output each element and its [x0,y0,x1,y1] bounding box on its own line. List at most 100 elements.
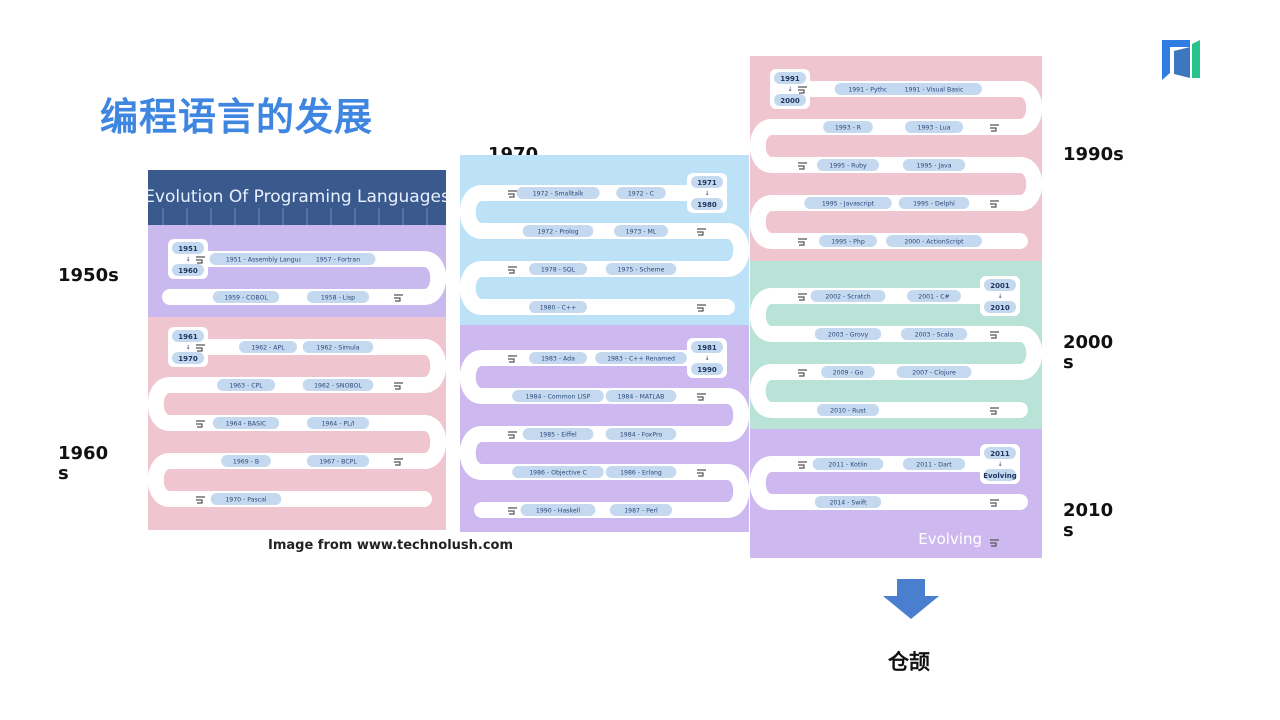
language-entry-label: 1987 - Perl [624,508,658,515]
timeline-road [460,350,749,518]
language-entry: 1969 - B [221,455,271,467]
language-entry: 1986 - Objective C [512,466,604,478]
language-entry: 1972 - Prolog [522,225,594,237]
arrow-down-icon: ↓ [185,344,190,351]
decade-range-box: 2011↓Evolving [980,444,1020,484]
language-entry-label: 2009 - Go [833,370,864,377]
hand-pointer-icon [990,331,999,339]
hand-pointer-icon [196,344,205,352]
decade-range-box: 1951↓1960 [168,239,208,279]
language-entry: 1986 - Erlang [605,466,677,478]
language-entry-label: 1964 - BASIC [226,421,266,428]
hand-pointer-icon [798,86,807,94]
language-entry: 2001 - C# [907,290,961,302]
timeline-road [750,288,1042,418]
timeline-image-1991-evolving: 1991↓2000 1991 - Python 1991 - Visual Basi… [750,56,1042,558]
language-entry-label: 1991 - Visual Basic [905,87,964,94]
language-entry: 1967 - BCPL [306,455,370,467]
era-label-1990s: 1990s [1063,144,1124,165]
language-entry: 2002 - Scratch [810,290,886,302]
language-entry: 1995 - Javascript [804,197,892,209]
language-entry: 2010 - Rust [816,404,880,416]
language-entry-label: 1959 - COBOL [224,295,268,302]
language-entry-label: 2011 - Dart [916,462,952,469]
decade-range-box: 1991↓2000 [770,69,810,109]
language-entry: 2009 - Go [821,366,875,378]
decade-start: 1951 [178,245,198,253]
timeline-road [460,185,749,315]
language-entry-label: 1958 - Lisp [321,295,355,302]
language-entry-label: 1973 - ML [626,229,657,236]
decade-end: 1980 [697,201,717,209]
language-entry: 1995 - Delphi [898,197,970,209]
language-entry: 1990 - Haskell [520,504,596,516]
language-entry-label: 2000 - ActionScript [904,239,964,246]
hand-pointer-icon [990,200,999,208]
language-entry: 1995 - Php [819,235,877,247]
down-arrow-icon [883,579,939,619]
language-entry: 1995 - Java [902,159,966,171]
language-entry: 1972 - Smalltalk [516,187,600,199]
hand-pointer-icon [394,458,403,466]
language-entry: 2003 - Scala [900,328,968,340]
language-entry-label: 1980 - C++ [540,305,577,312]
language-entry-label: 1995 - Java [917,163,952,170]
hand-pointer-icon [798,461,807,469]
language-entry: 1987 - Perl [609,504,673,516]
language-entry-label: 1963 - CPL [229,383,263,390]
language-entry-label: 1985 - Eiffel [539,432,577,439]
hand-pointer-icon [697,469,706,477]
language-entry: 2003 - Grovy [814,328,882,340]
language-entry: 1964 - PL/I [306,417,370,429]
language-entry: 1980 - C++ [529,301,587,313]
hand-pointer-icon [697,393,706,401]
slide-title: 编程语言的发展 [100,95,374,139]
language-entry: 1951 - Assembly Language [209,253,327,265]
hand-pointer-icon [196,256,205,264]
language-entry: 1958 - Lisp [306,291,370,303]
language-entry-label: 1986 - Erlang [620,470,662,477]
language-entry-label: 1957 - Fortran [316,257,360,264]
decade-end: 1970 [178,355,198,363]
language-entry-label: 1962 - Simula [316,345,359,352]
language-entry-label: 1983 - Ada [541,356,575,363]
language-entry-label: 1967 - BCPL [319,459,357,466]
decade-end: 2010 [990,304,1010,312]
timeline-road [750,81,1042,249]
language-entry-label: 1951 - Assembly Language [226,257,310,264]
language-entry: 1970 - Pascal [210,493,282,505]
image-credit: Image from www.technolush.com [268,538,514,553]
hand-pointer-icon [798,162,807,170]
hand-pointer-icon [508,355,517,363]
arrow-down-icon: ↓ [704,190,709,197]
header-background [148,170,446,225]
cangjie-label: 仓颉 [888,650,930,674]
hand-pointer-icon [394,382,403,390]
language-entry: 1978 - SQL [529,263,587,275]
language-entry-label: 1995 - Delphi [913,201,955,208]
hand-pointer-icon [990,539,999,547]
decade-start: 2001 [990,282,1010,290]
hand-pointer-icon [798,293,807,301]
language-entry: 1962 - APL [239,341,297,353]
language-entry-label: 2001 - C# [918,294,949,301]
language-entry-label: 2003 - Grovy [828,332,869,339]
language-entry: 1964 - BASIC [212,417,280,429]
language-entry: 1993 - R [823,121,873,133]
language-entry-label: 1972 - C [628,191,654,198]
arrow-down-icon: ↓ [997,293,1002,300]
language-entry-label: 1986 - Objective C [529,470,587,477]
language-entry: 1962 - SNOBOL [302,379,374,391]
timeline-graphic: Evolution Of Programing Languages1951↓19… [148,170,446,530]
language-entry-label: 2014 - Swift [829,500,867,507]
timeline-road [148,339,446,507]
language-entry-label: 1962 - APL [251,345,285,352]
language-entry: 1957 - Fortran [300,253,376,265]
language-entry-label: 1991 - Python [848,87,891,94]
decade-range-box: 1971↓1980 [687,173,727,213]
decade-start: 1991 [780,75,800,83]
arrow-down-icon: ↓ [997,461,1002,468]
